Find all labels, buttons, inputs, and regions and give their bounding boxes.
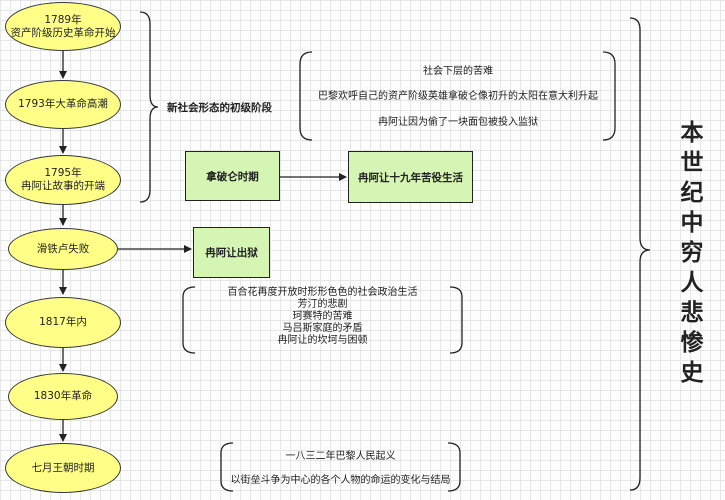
bracket-mid-left [182, 286, 196, 354]
brace-title [629, 17, 651, 491]
comment-top-line-3: 冉阿让因为偷了一块面包被投入监狱 [378, 117, 538, 128]
comment-mid-line-1: 百合花再度开放时形形色色的社会政治生活 [227, 287, 418, 298]
diagram-title: 本世纪中穷人悲惨史 [680, 120, 704, 386]
bracket-mid-right [449, 286, 463, 354]
comment-mid-line-4: 马吕斯家庭的矛盾 [282, 323, 363, 334]
timeline-node-1789[interactable]: 1789年 资产阶级历史革命开始 [5, 2, 121, 51]
bracket-top-left [299, 51, 313, 141]
box-release[interactable]: 冉阿让出狱 [193, 227, 270, 278]
brace-stage [139, 11, 159, 203]
timeline-node-waterloo[interactable]: 滑铁卢失败 [8, 228, 118, 270]
comment-middle: 百合花再度开放时形形色色的社会政治生活 芳汀的悲剧 珂赛特的苦难 马吕斯家庭的矛… [195, 287, 450, 347]
timeline-node-1793[interactable]: 1793年大革命高潮 [5, 80, 121, 129]
comment-top-line-2: 巴黎欢呼自己的资产阶级英雄拿破仑像初升的太阳在意大利升起 [318, 91, 598, 102]
box-napoleon-era[interactable]: 拿破仑时期 [185, 151, 280, 201]
comment-bot-line-1: 一八三二年巴黎人民起义 [285, 451, 396, 462]
stage-label: 新社会形态的初级阶段 [167, 102, 272, 114]
bracket-top-right [602, 51, 616, 141]
box-hard-labor[interactable]: 冉阿让十九年苦役生活 [348, 151, 473, 203]
comment-bottom: 一八三二年巴黎人民起义 以街垒斗争为中心的各个人物的命运的变化与结局 [223, 451, 458, 487]
comment-bot-line-2: 以街垒斗争为中心的各个人物的命运的变化与结局 [230, 475, 451, 486]
bracket-bot-right [447, 442, 461, 492]
comment-top-line-1: 社会下层的苦难 [423, 66, 493, 77]
timeline-node-july-monarchy[interactable]: 七月王朝时期 [5, 443, 121, 493]
comment-top: 社会下层的苦难 巴黎欢呼自己的资产阶级英雄拿破仑像初升的太阳在意大利升起 冉阿让… [308, 66, 608, 129]
timeline-node-1817[interactable]: 1817年内 [5, 297, 121, 348]
timeline-node-1830[interactable]: 1830年革命 [8, 373, 118, 420]
timeline-node-1795[interactable]: 1795年 冉阿让故事的开端 [5, 155, 121, 205]
comment-mid-line-2: 芳汀的悲剧 [297, 299, 348, 310]
comment-mid-line-5: 冉阿让的坎坷与困顿 [277, 335, 368, 346]
bracket-bot-left [220, 442, 234, 492]
comment-mid-line-3: 珂赛特的苦难 [292, 311, 353, 322]
